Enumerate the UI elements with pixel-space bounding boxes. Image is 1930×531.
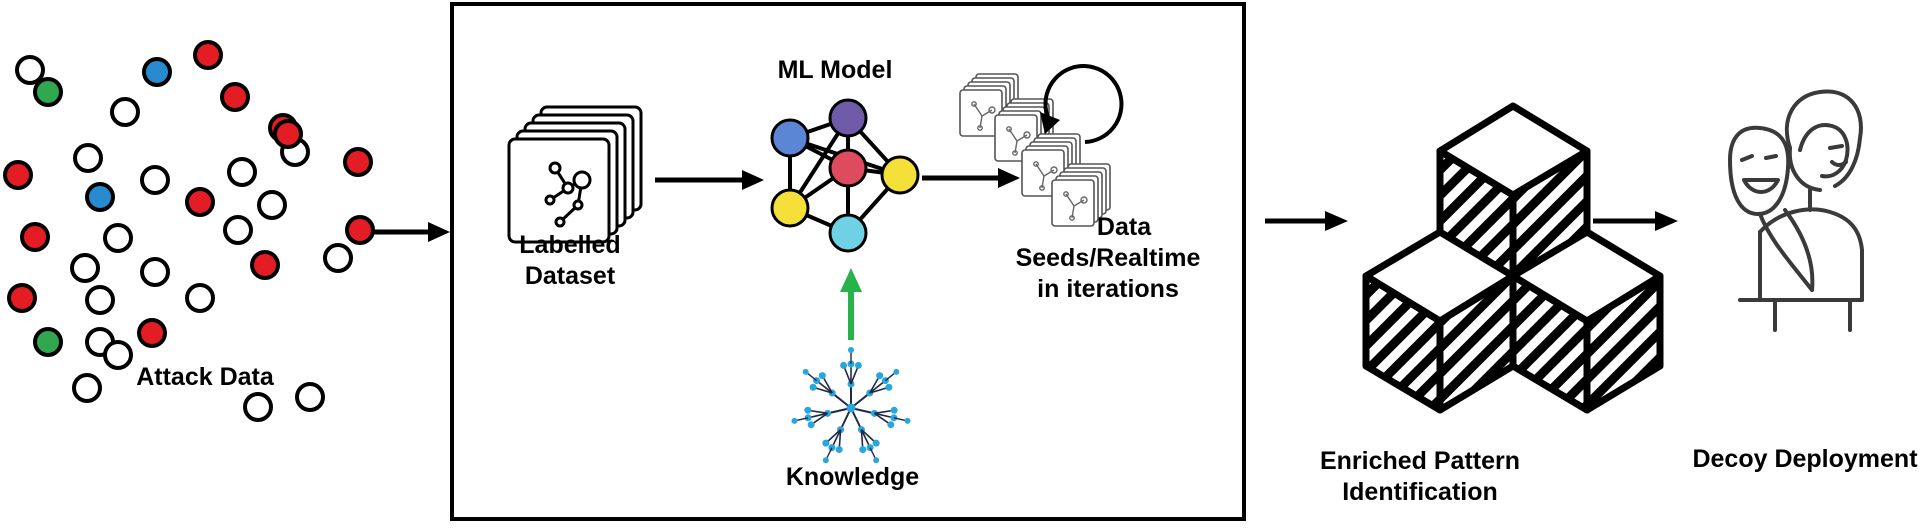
network-node [770, 188, 810, 228]
network-node [828, 213, 868, 253]
data-point [273, 119, 303, 149]
arrow-attack-to-dataset [372, 222, 450, 242]
ml-process-box [450, 2, 1246, 521]
tree-leaf [848, 347, 854, 353]
tree-leaf [859, 446, 867, 454]
tree-leaf [804, 406, 812, 414]
tree-leaf [791, 417, 798, 424]
tree-leaf [873, 457, 880, 464]
arrow-knowledge-to-model [840, 268, 862, 340]
data-point [295, 382, 325, 412]
tree-leaf [872, 439, 880, 447]
tree-leaf [809, 383, 817, 391]
tree-leaf [840, 361, 848, 369]
tree-leaf [807, 421, 815, 429]
knowledge-tree-icon [791, 347, 911, 464]
data-point [3, 160, 33, 190]
data-point [103, 223, 133, 253]
network-node [828, 98, 868, 138]
labelled-dataset-line1: Labelled [519, 231, 621, 259]
network-node [770, 118, 810, 158]
ml-model-label: ML Model [777, 56, 893, 84]
tree-leaf [876, 372, 884, 380]
data-point [250, 250, 280, 280]
knowledge-label: Knowledge [785, 463, 920, 491]
arrow-box-to-patterns [1265, 211, 1348, 231]
neural-network-icon [770, 98, 920, 253]
attack-data-label: Attack Data [136, 363, 274, 391]
seed-card-stack [1051, 163, 1111, 227]
arrow-model-to-data [922, 168, 1020, 188]
data-point [185, 187, 215, 217]
data-point [140, 257, 170, 287]
enriched-pattern-label: Enriched Pattern Identification [1310, 446, 1530, 508]
data-line1: Data [1096, 213, 1152, 241]
data-point [15, 55, 45, 85]
data-point [20, 222, 50, 252]
cube-right [1509, 228, 1664, 414]
attack-data-scatter [3, 40, 375, 422]
tree-leaf [890, 406, 898, 414]
data-point [85, 285, 115, 315]
tree-leaf [904, 417, 911, 424]
data-point [223, 215, 253, 245]
data-point [227, 157, 257, 187]
data-point [185, 283, 215, 313]
data-point [85, 182, 115, 212]
data-point [323, 243, 353, 273]
labelled-dataset-label: Labelled Dataset [500, 230, 640, 292]
data-point [7, 283, 37, 313]
data-point [73, 143, 103, 173]
tree-leaf [835, 446, 843, 454]
cycle-arrow-icon [1043, 64, 1124, 144]
arrow-final [1596, 211, 1678, 231]
tree-leaf [887, 421, 895, 429]
cube-top [1436, 102, 1591, 290]
tree-leaf [854, 361, 862, 369]
pattern-cubes-icon [1362, 102, 1664, 414]
data-point [257, 190, 287, 220]
network-node [880, 155, 920, 195]
data-point [345, 215, 375, 245]
tree-leaf [822, 457, 829, 464]
tree-leaf [818, 372, 826, 380]
network-node [828, 148, 868, 188]
data-point [70, 253, 100, 283]
data-point [103, 340, 133, 370]
tree-leaf [802, 368, 809, 375]
data-point [33, 327, 63, 357]
data-point [142, 57, 172, 87]
stacked-dataset-icon [507, 105, 643, 244]
arrow-dataset-to-model [655, 170, 764, 190]
data-point [220, 82, 250, 112]
cube-left [1362, 228, 1517, 414]
data-point [72, 373, 102, 403]
data-line3: in iterations [1037, 275, 1179, 303]
data-point [193, 40, 223, 70]
data-seeds-label: Data Seeds/Realtime in iterations [968, 212, 1208, 305]
data-point [140, 165, 170, 195]
data-point [110, 97, 140, 127]
data-point [33, 77, 63, 107]
data-point [343, 147, 373, 177]
data-point [137, 318, 167, 348]
labelled-dataset-line2: Dataset [524, 262, 616, 290]
decoy-deployment-label: Decoy Deployment [1692, 445, 1918, 473]
iteration-cycle-icon [959, 64, 1124, 227]
decoy-mask-icon [1728, 89, 1864, 332]
tree-leaf [822, 439, 830, 447]
tree-leaf [893, 368, 900, 375]
enriched-line2: Identification [1342, 478, 1498, 506]
enriched-line1: Enriched Pattern [1319, 447, 1521, 475]
data-point [243, 392, 273, 422]
tree-root [846, 403, 856, 413]
data-line2: Seeds/Realtime [1015, 244, 1201, 272]
tree-leaf [885, 383, 893, 391]
